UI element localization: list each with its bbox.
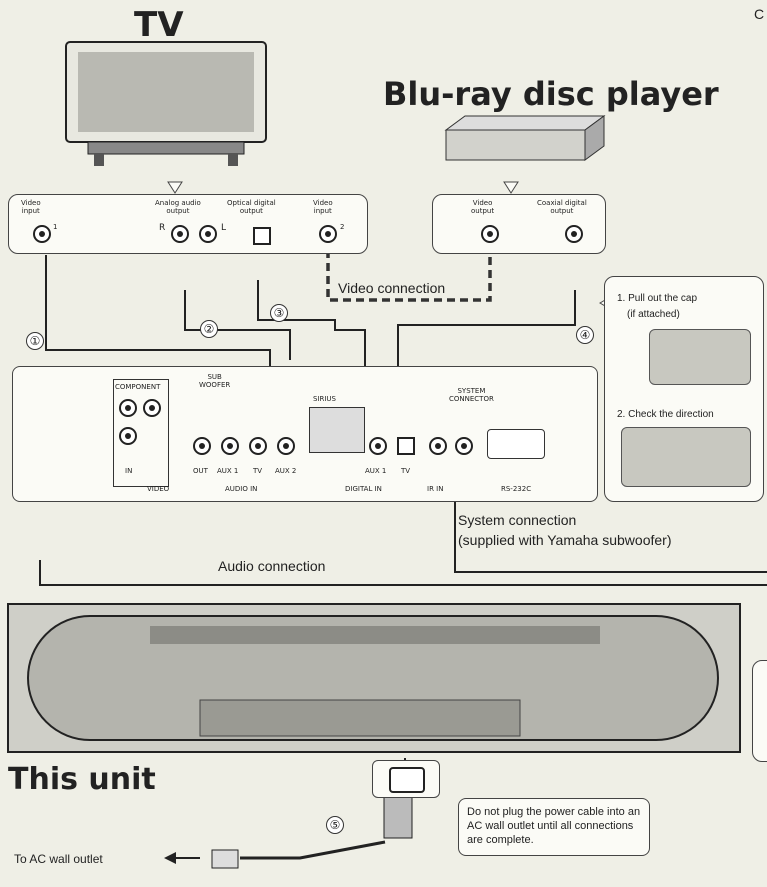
- player-video-output-jack: [481, 225, 499, 243]
- tv-optical-jack: [253, 227, 271, 245]
- marker-3: ③: [270, 304, 288, 322]
- tv-jack-panel: Video input 1 Analog audio output R L Op…: [8, 194, 368, 254]
- power-inlet-callout: [372, 760, 440, 798]
- ir-in-section-label: IR IN: [427, 485, 443, 493]
- component-label: COMPONENT: [115, 383, 160, 391]
- tv-audio-r-jack: [171, 225, 189, 243]
- tv-video-input2-jack: [319, 225, 337, 243]
- tv-audio-l-jack: [199, 225, 217, 243]
- tvb-label: TV: [401, 467, 410, 475]
- video-input-label: Video input: [21, 199, 41, 215]
- video-connection-label: Video connection: [336, 280, 447, 296]
- rear-panel: COMPONENT IN SUB WOOFER OUT AUX 1 TV AUX…: [12, 366, 598, 502]
- partial-side-panel: [752, 660, 767, 762]
- callout-direction-image: [621, 427, 751, 487]
- corner-letter: C: [754, 6, 764, 22]
- unit-title: This unit: [8, 762, 156, 797]
- aux1-label: AUX 1: [217, 467, 238, 475]
- connector-callout: 1. Pull out the cap (if attached) 2. Che…: [604, 276, 764, 502]
- audio-in-section-label: AUDIO IN: [225, 485, 257, 493]
- num-2: 2: [340, 223, 344, 231]
- video-input2-label: Video input: [313, 199, 333, 215]
- rs232c-section-label: RS-232C: [501, 485, 531, 493]
- bluray-illustration: [446, 116, 604, 160]
- callout-step2: 2. Check the direction: [617, 409, 714, 420]
- ir-in-jack: [429, 437, 447, 455]
- tv-label: TV: [253, 467, 262, 475]
- subwoofer-label: SUB WOOFER: [199, 373, 230, 389]
- to-outlet-label: To AC wall outlet: [14, 852, 103, 866]
- bluray-title: Blu-ray disc player: [383, 75, 719, 113]
- aux2-label: AUX 2: [275, 467, 296, 475]
- digital-in-section-label: DIGITAL IN: [345, 485, 382, 493]
- marker-4: ④: [576, 326, 594, 344]
- tv-audio-in-jack: [249, 437, 267, 455]
- subwoofer-out-jack: [193, 437, 211, 455]
- tv-optical-in: [397, 437, 415, 455]
- in-label: IN: [125, 467, 132, 475]
- tv-video-input-jack: [33, 225, 51, 243]
- tv-title: TV: [134, 5, 184, 45]
- system-connector-jack: [455, 437, 473, 455]
- player-coaxial-jack: [565, 225, 583, 243]
- optical-label: Optical digital output: [227, 199, 276, 215]
- sirius-port: [309, 407, 365, 453]
- system-connector-label: SYSTEM CONNECTOR: [449, 387, 494, 403]
- rs232c-port: [487, 429, 545, 459]
- audio-connection-label: Audio connection: [218, 558, 325, 574]
- aux1b-label: AUX 1: [365, 467, 386, 475]
- power-warning-text: Do not plug the power cable into an AC w…: [467, 805, 643, 847]
- system-connection-note: (supplied with Yamaha subwoofer): [458, 532, 672, 548]
- callout-step1: 1. Pull out the cap: [617, 293, 697, 304]
- system-connection-label: System connection: [458, 512, 576, 528]
- callout-plug-image: [649, 329, 751, 385]
- bluray-jack-panel: Video output Coaxial digital output: [432, 194, 606, 254]
- num-1: 1: [53, 223, 57, 231]
- component-jack-2: [143, 399, 161, 417]
- soundbar-illustration: [8, 604, 740, 752]
- tv-illustration: [66, 42, 266, 166]
- video-section-label: VIDEO: [147, 485, 169, 493]
- callout-step1-note: (if attached): [627, 309, 680, 320]
- marker-1: ①: [26, 332, 44, 350]
- aux2-audio-jack: [277, 437, 295, 455]
- out-label: OUT: [193, 467, 208, 475]
- sirius-label: SIRIUS: [313, 395, 336, 403]
- aux1-digital-jack: [369, 437, 387, 455]
- video-output-label: Video output: [471, 199, 494, 215]
- ch-l: L: [221, 223, 226, 233]
- analog-audio-label: Analog audio output: [155, 199, 201, 215]
- coaxial-label: Coaxial digital output: [537, 199, 587, 215]
- power-inlet-icon: [389, 767, 425, 793]
- marker-5: ⑤: [326, 816, 344, 834]
- power-warning: Do not plug the power cable into an AC w…: [458, 798, 650, 856]
- ch-r: R: [159, 223, 165, 233]
- component-jack-1: [119, 399, 137, 417]
- component-jack-3: [119, 427, 137, 445]
- marker-2: ②: [200, 320, 218, 338]
- aux1-audio-jack: [221, 437, 239, 455]
